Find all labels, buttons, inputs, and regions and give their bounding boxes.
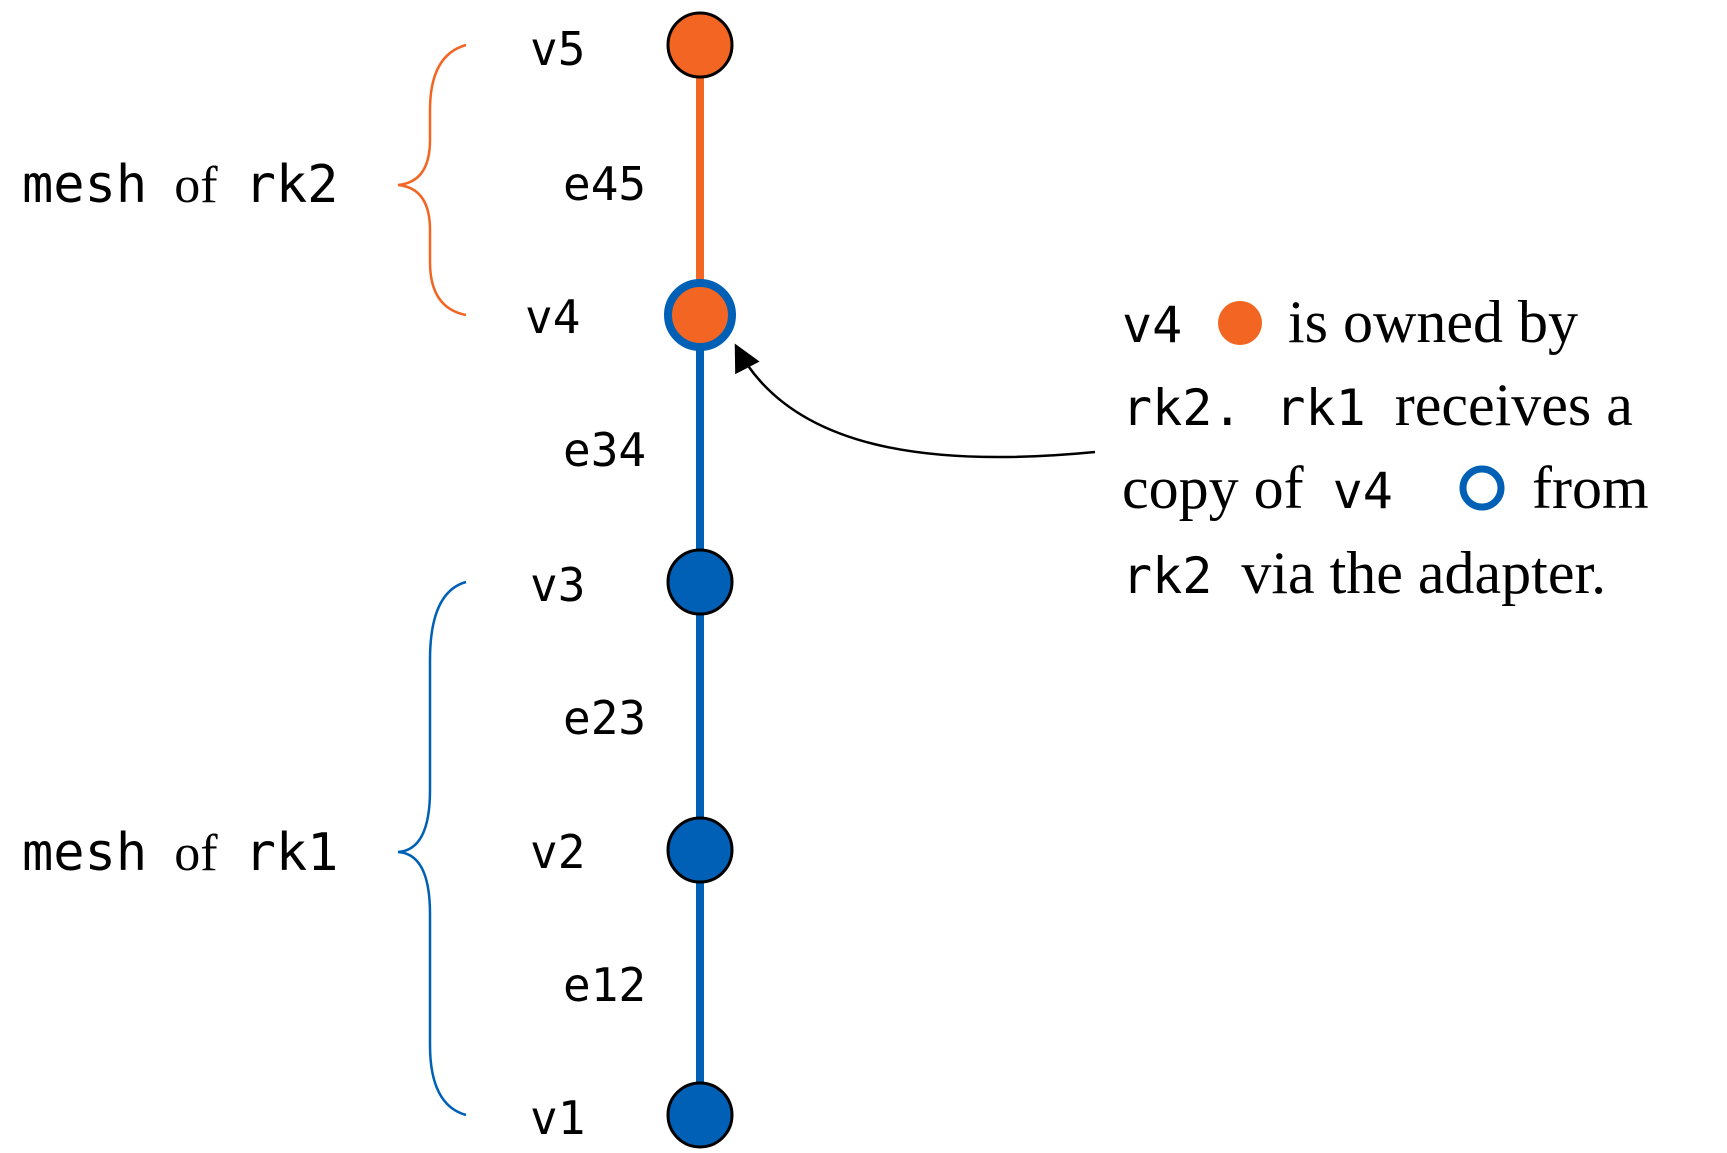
note-line-3-code: v4 bbox=[1333, 462, 1393, 520]
ghost-copy-ring-icon bbox=[1459, 465, 1505, 511]
edge-label-e45: e45 bbox=[563, 157, 646, 211]
note-line-1-code: v4 bbox=[1122, 296, 1182, 354]
note-line-1-text: is owned by bbox=[1288, 289, 1578, 355]
note-line-2-code1: rk2. bbox=[1122, 379, 1242, 437]
node-label-v2: v2 bbox=[530, 825, 585, 879]
edge-label-e12: e12 bbox=[563, 958, 646, 1012]
node-label-v4: v4 bbox=[525, 290, 580, 344]
brace-rk1 bbox=[397, 580, 467, 1117]
note-line-3-text1: copy of bbox=[1122, 455, 1304, 521]
note-line-2-text: receives a bbox=[1395, 372, 1633, 438]
node-label-v3: v3 bbox=[530, 558, 585, 612]
mesh-label-rk2-prefix: mesh bbox=[22, 155, 147, 215]
node-v2 bbox=[666, 816, 734, 884]
note-line-1: v4 bbox=[1122, 296, 1182, 354]
note-line-3-text2: from bbox=[1532, 455, 1649, 521]
mesh-label-rk2: mesh of rk2 bbox=[22, 155, 338, 215]
callout-arrow bbox=[734, 343, 1096, 459]
ownership-note: v4 is owned by rk2. rk1 receives a copy … bbox=[1122, 289, 1649, 606]
node-v1 bbox=[666, 1081, 734, 1149]
node-v3 bbox=[666, 548, 734, 616]
mesh-label-rk1-of: of bbox=[174, 825, 218, 882]
brace-rk2 bbox=[397, 43, 467, 317]
node-v5 bbox=[666, 11, 734, 79]
mesh-label-rk1-rank: rk1 bbox=[245, 823, 339, 883]
edge-label-e23: e23 bbox=[563, 691, 646, 745]
note-line-4: rk2 via the adapter. bbox=[1122, 540, 1606, 606]
edge-label-e34: e34 bbox=[563, 423, 646, 477]
mesh-label-rk1-prefix: mesh bbox=[22, 823, 147, 883]
note-line-2-code2: rk1 bbox=[1275, 379, 1365, 437]
note-line-3: copy of v4 bbox=[1122, 455, 1393, 521]
note-line-2: rk2. rk1 receives a bbox=[1122, 372, 1633, 438]
mesh-label-rk1: mesh of rk1 bbox=[22, 823, 338, 883]
owned-dot-icon bbox=[1218, 301, 1262, 345]
mesh-label-rk2-rank: rk2 bbox=[245, 155, 339, 215]
node-label-v1: v1 bbox=[530, 1091, 585, 1145]
note-line-4-text: via the adapter. bbox=[1241, 540, 1606, 606]
note-line-4-code: rk2 bbox=[1122, 547, 1212, 605]
mesh-label-rk2-of: of bbox=[174, 157, 218, 214]
node-label-v5: v5 bbox=[530, 22, 585, 76]
node-v4 bbox=[664, 279, 736, 351]
